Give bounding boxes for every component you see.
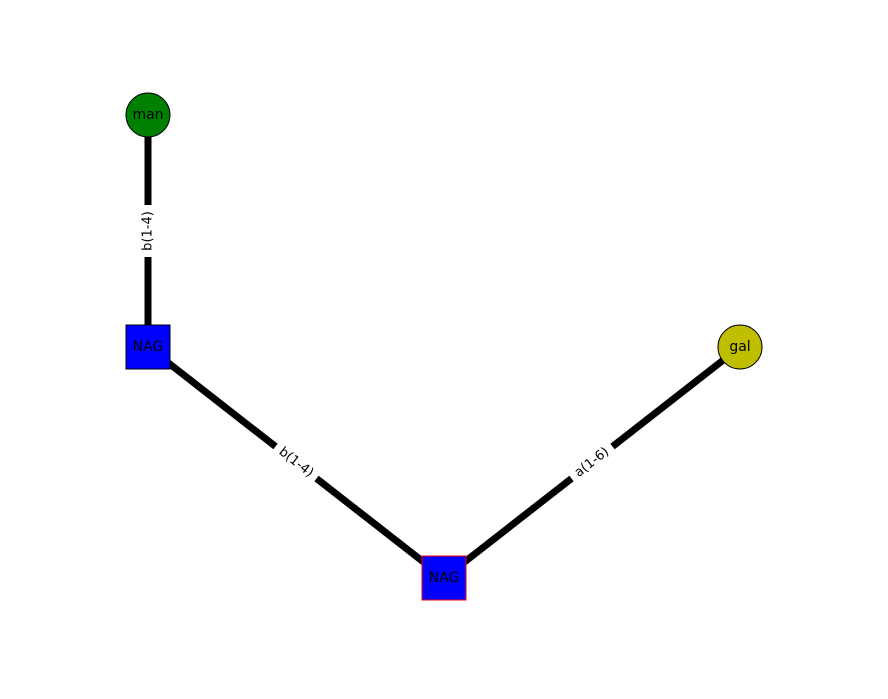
edge-label-background xyxy=(269,439,323,486)
node-square xyxy=(421,555,467,601)
edge-label-group: b(1-4) xyxy=(139,205,157,257)
node-circle xyxy=(125,92,171,138)
node-nag2: NAG xyxy=(421,555,467,601)
node-man: man xyxy=(125,92,171,138)
edge-label-group: a(1-6) xyxy=(565,439,619,486)
edge-label-background xyxy=(565,439,619,486)
node-nag1: NAG xyxy=(125,324,171,370)
node-gal: gal xyxy=(717,324,763,370)
edge-label-group: b(1-4) xyxy=(269,439,323,486)
node-label: gal xyxy=(729,339,750,355)
edge-label-background xyxy=(139,205,157,257)
node-circle xyxy=(717,324,763,370)
edge-e3: a(1-6) xyxy=(441,344,743,581)
node-label: man xyxy=(132,107,163,123)
node-label: NAG xyxy=(133,339,164,355)
edge-e1: b(1-4) xyxy=(139,115,157,347)
node-square xyxy=(125,324,171,370)
node-label: NAG xyxy=(429,570,460,586)
edge-label: b(1-4) xyxy=(141,211,156,251)
edge-e2: b(1-4) xyxy=(145,344,447,581)
